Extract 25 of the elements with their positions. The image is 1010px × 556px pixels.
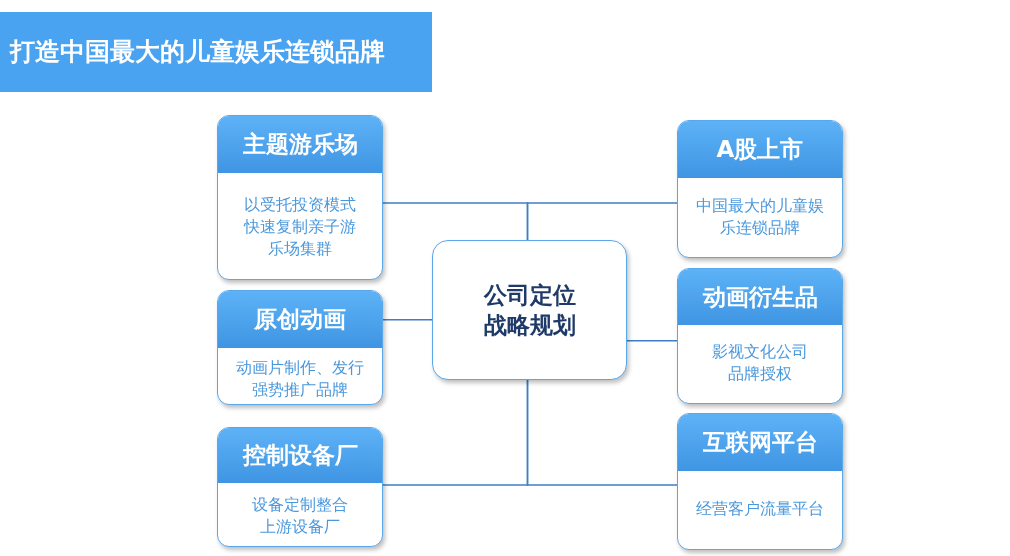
card-heading: 原创动画	[218, 291, 382, 348]
card-heading: 控制设备厂	[218, 428, 382, 483]
card	[677, 268, 843, 404]
card-text: 影视文化公司品牌授权	[711, 341, 809, 385]
center-text: 公司定位战略规划	[482, 281, 577, 340]
card	[217, 427, 383, 547]
card-text: 以受托投资模式快速复制亲子游乐场集群	[242, 194, 357, 260]
card	[217, 290, 383, 405]
connector-line	[626, 340, 678, 342]
card-heading: 主题游乐场	[218, 116, 382, 173]
card-heading: A股上市	[678, 121, 842, 178]
connector-line	[382, 319, 433, 321]
card-text: 经营客户流量平台	[695, 498, 825, 520]
card	[677, 413, 843, 550]
card	[677, 120, 843, 258]
card-text: 中国最大的儿童娱乐连锁品牌	[695, 195, 825, 239]
card	[217, 115, 383, 280]
card-text: 动画片制作、发行强势推广品牌	[235, 357, 365, 401]
card-text: 设备定制整合上游设备厂	[251, 494, 349, 538]
connector-line	[526, 202, 678, 241]
title-banner: 打造中国最大的儿童娱乐连锁品牌	[0, 12, 432, 92]
card-heading: 动画衍生品	[678, 269, 842, 325]
center-box	[432, 240, 627, 380]
card-heading: 互联网平台	[678, 414, 842, 471]
connector-line	[526, 379, 678, 486]
